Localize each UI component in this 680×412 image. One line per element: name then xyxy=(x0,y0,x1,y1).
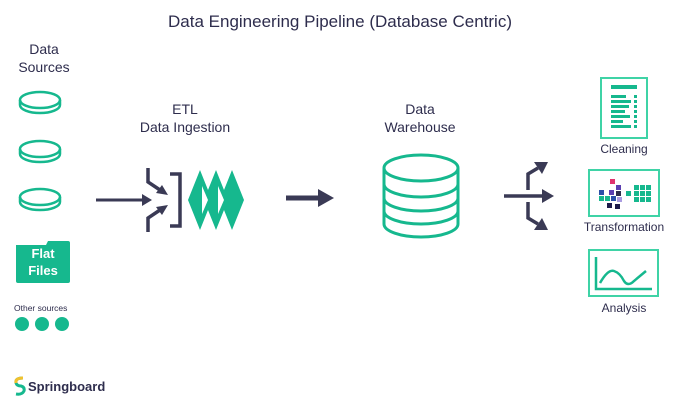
flat-files-label-line1: Flat xyxy=(31,246,55,261)
other-source-dot xyxy=(55,317,69,331)
transformation-label: Transformation xyxy=(583,220,665,234)
flat-files-folder: Flat Files xyxy=(14,239,72,285)
split-arrows-icon xyxy=(504,162,554,230)
etl-label: ETL Data Ingestion xyxy=(120,100,250,136)
document-list-icon xyxy=(611,85,637,128)
warehouse-database-icon xyxy=(382,153,460,239)
line-chart-icon xyxy=(594,257,652,291)
springboard-logo-icon xyxy=(14,376,26,396)
analysis-label: Analysis xyxy=(601,301,647,315)
cleaning-card xyxy=(600,77,648,139)
folder-icon xyxy=(16,241,70,283)
cleaning-label: Cleaning xyxy=(600,142,648,156)
etl-label-line1: ETL xyxy=(172,101,198,117)
data-sources-label-line1: Data xyxy=(29,41,59,57)
other-source-dot xyxy=(35,317,49,331)
warehouse-label: Data Warehouse xyxy=(370,100,470,136)
diagram-title: Data Engineering Pipeline (Database Cent… xyxy=(168,12,512,31)
etl-label-line2: Data Ingestion xyxy=(139,119,231,135)
warehouse-label-line2: Warehouse xyxy=(384,119,456,135)
source-database-icon xyxy=(18,187,62,212)
data-sources-label-line2: Sources xyxy=(18,59,70,75)
other-source-dot xyxy=(15,317,29,331)
analysis-card xyxy=(588,249,659,297)
data-sources-label: Data Sources xyxy=(4,40,84,76)
etl-ingestion-icon xyxy=(96,168,244,232)
source-database-icon xyxy=(18,90,62,115)
arrow-right-icon xyxy=(286,189,334,207)
springboard-logo-text: Springboard xyxy=(28,379,106,394)
other-sources-label: Other sources xyxy=(14,303,68,313)
flat-files-label-line2: Files xyxy=(28,263,58,278)
source-database-icon xyxy=(18,139,62,164)
transformation-card xyxy=(588,169,660,217)
warehouse-label-line1: Data xyxy=(405,101,435,117)
grid-blocks-icon xyxy=(599,179,651,209)
